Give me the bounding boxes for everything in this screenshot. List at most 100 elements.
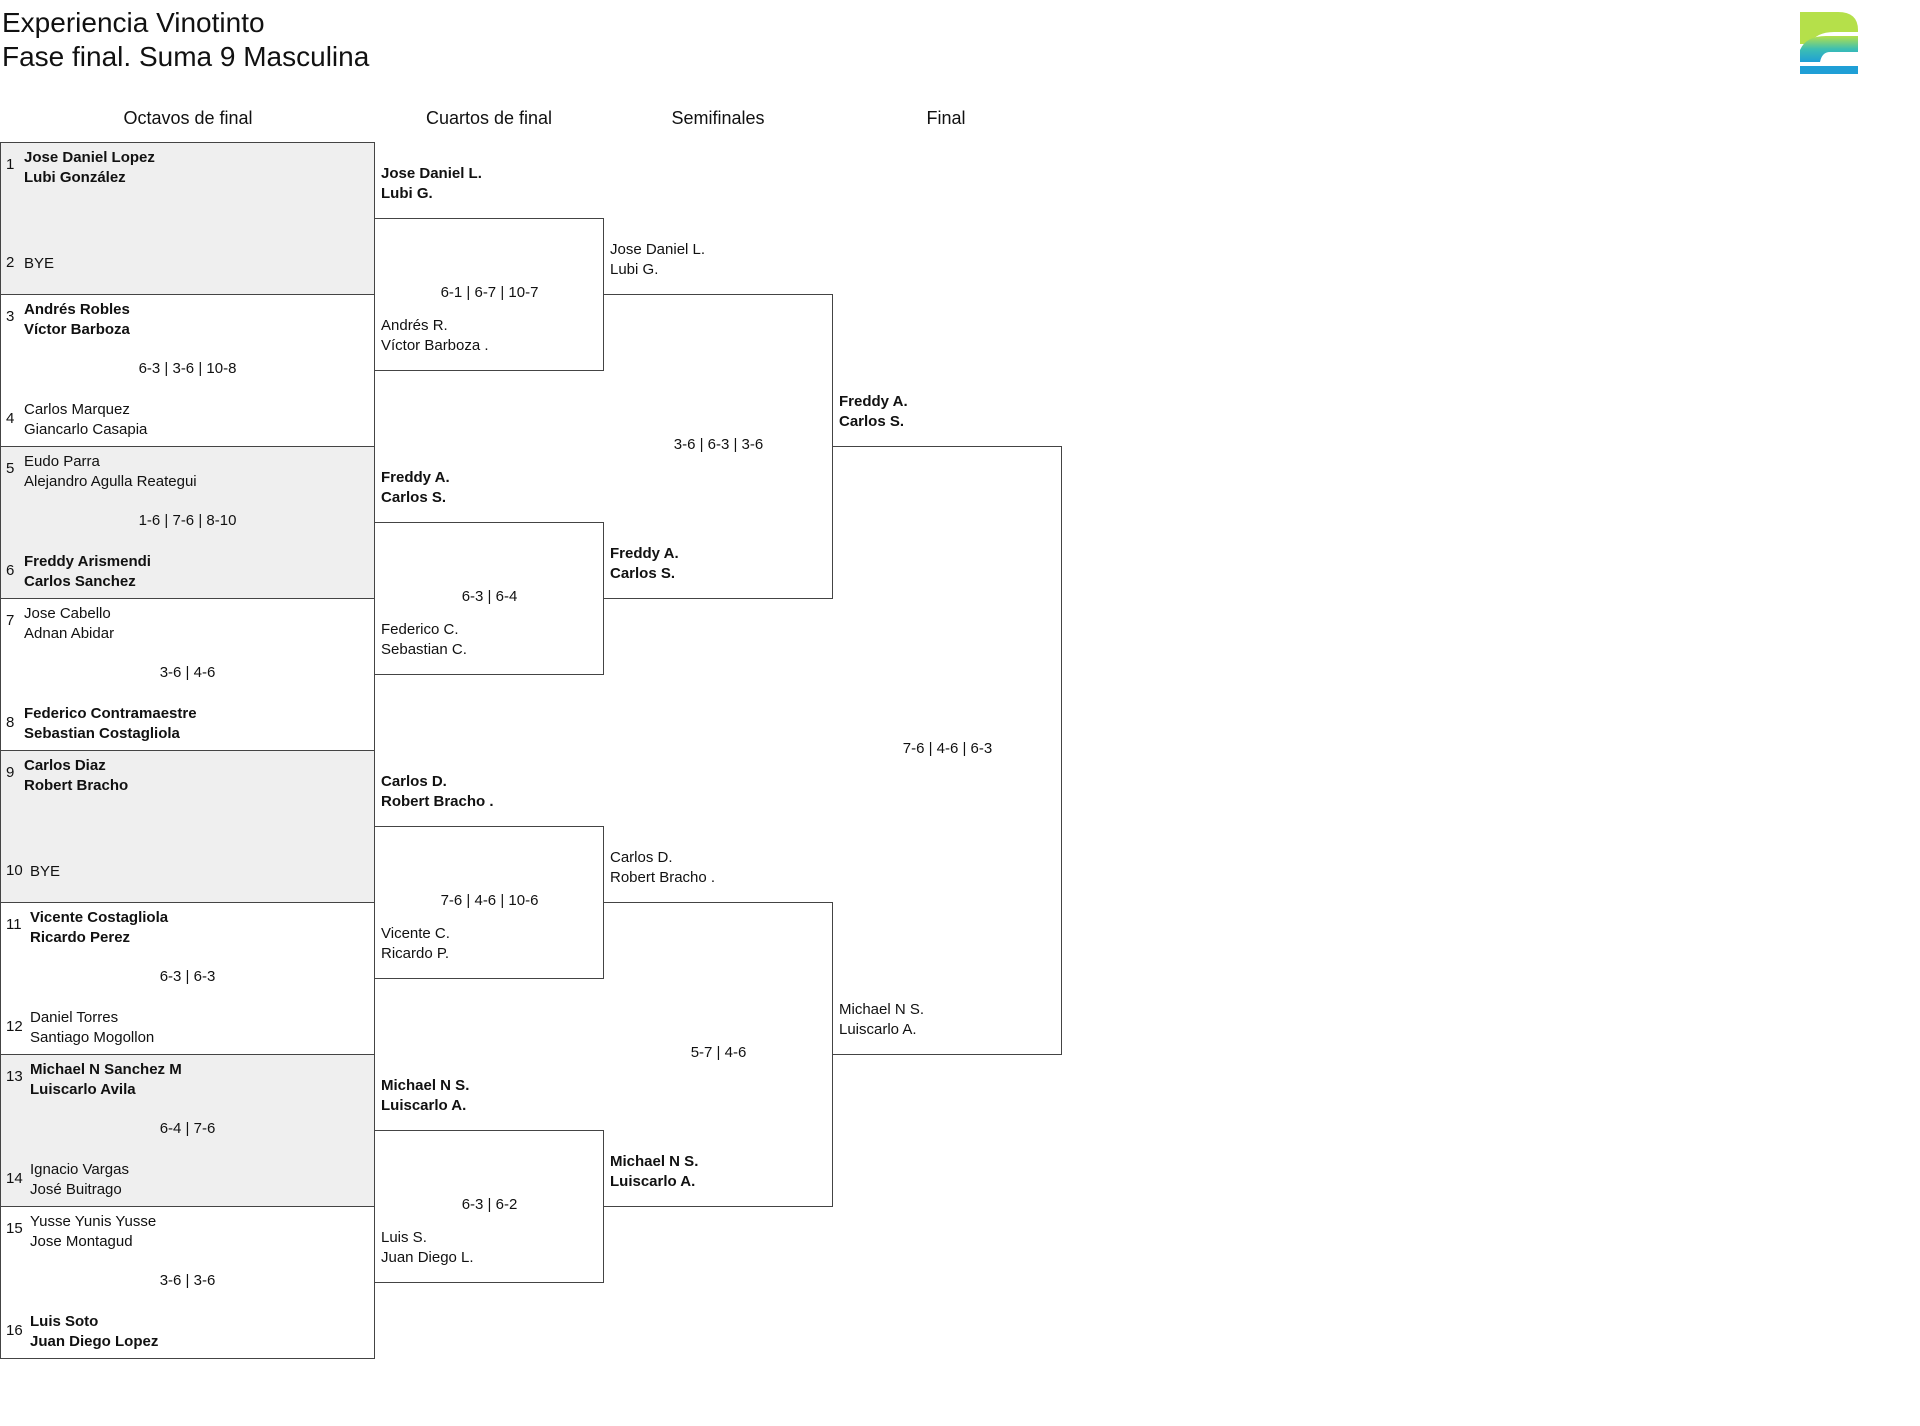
player-name: Robert Bracho .	[381, 792, 494, 810]
match-box	[604, 902, 833, 1207]
match-score: 6-3 | 6-3	[159, 968, 216, 985]
page-title: Experiencia Vinotinto	[2, 7, 265, 38]
player-name: Lubi G.	[381, 184, 433, 202]
player-name: Carlos Diaz	[24, 757, 106, 774]
player-name: Juan Diego Lopez	[30, 1332, 159, 1350]
player-name: Freddy A.	[381, 469, 450, 486]
player-name: Robert Bracho	[24, 776, 129, 794]
player-name: Carlos Marquez	[24, 401, 130, 418]
player-name: Daniel Torres	[30, 1009, 119, 1026]
team-pair[interactable]: Carlos D.Robert Bracho .	[610, 848, 715, 887]
player-name: Carlos S.	[839, 412, 905, 430]
player-name: Sebastian C.	[381, 640, 467, 658]
round-header-final: Final	[926, 108, 966, 128]
match-score: 6-3 | 6-2	[461, 1196, 518, 1213]
round-header-octavos: Octavos de final	[123, 108, 253, 128]
player-name: Michael N Sanchez M	[30, 1061, 182, 1078]
match-score: 6-3 | 6-4	[461, 588, 518, 605]
player-name: Freddy A.	[610, 545, 679, 562]
match-score: 6-4 | 7-6	[159, 1120, 216, 1137]
seed-number: 13	[6, 1068, 23, 1085]
player-name: Ricardo Perez	[30, 928, 131, 946]
team-pair[interactable]: BYE	[30, 862, 60, 882]
player-name: Carlos D.	[381, 773, 447, 790]
player-name: Carlos S.	[610, 564, 676, 582]
match-score: 7-6 | 4-6 | 6-3	[902, 740, 993, 757]
round-header-semis: Semifinales	[671, 108, 765, 128]
player-name: Víctor Barboza .	[381, 336, 489, 354]
player-name: Jose Daniel L.	[381, 165, 482, 182]
seed-number: 4	[6, 410, 15, 427]
player-name: Lubi G.	[610, 260, 659, 278]
player-name: José Buitrago	[30, 1180, 122, 1198]
player-name: Juan Diego L.	[381, 1248, 474, 1266]
player-name: Luiscarlo A.	[610, 1172, 696, 1190]
match-box	[375, 1130, 604, 1283]
team-pair[interactable]: Michael N S.Luiscarlo A.	[839, 1000, 924, 1039]
team-pair[interactable]: Vicente C.Ricardo P.	[381, 924, 450, 963]
team-pair[interactable]: Jose Daniel L.Lubi G.	[610, 240, 705, 279]
team-pair[interactable]: Carlos D. Robert Bracho .	[381, 772, 494, 811]
player-name: Santiago Mogollon	[30, 1028, 155, 1046]
player-name: Eudo Parra	[24, 453, 100, 470]
seed-number: 12	[6, 1018, 23, 1035]
player-name: Jose Montagud	[30, 1232, 133, 1250]
round-header-cuartos: Cuartos de final	[425, 108, 553, 128]
player-name: Sebastian Costagliola	[24, 724, 180, 742]
seed-number: 2	[6, 254, 15, 271]
team-pair[interactable]: Freddy A. Carlos S.	[839, 392, 908, 431]
seed-number: 1	[6, 156, 15, 173]
team-pair[interactable]: Michael N S.Luiscarlo A.	[610, 1152, 698, 1191]
team-pair[interactable]: Jose Daniel L. Lubi G.	[381, 164, 482, 203]
match-score: 7-6 | 4-6 | 10-6	[440, 892, 539, 909]
match-box	[375, 522, 604, 675]
player-name: Andrés Robles	[24, 301, 130, 318]
player-name: Yusse Yunis Yusse	[30, 1213, 157, 1230]
match-box	[604, 294, 833, 599]
player-name: Carlos Sanchez	[24, 572, 136, 590]
seed-number: 8	[6, 714, 15, 731]
player-name: Federico C.	[381, 621, 459, 638]
player-name: Robert Bracho .	[610, 868, 716, 886]
seed-number: 15	[6, 1220, 23, 1237]
seed-number: 5	[6, 460, 15, 477]
team-pair[interactable]: Freddy A.Carlos S.	[381, 468, 450, 507]
match-box	[0, 1206, 375, 1359]
player-name: Freddy A.	[839, 393, 908, 410]
seed-number: 10	[6, 862, 23, 879]
seed-number: 16	[6, 1322, 23, 1339]
player-name: Jose Daniel Lopez	[24, 149, 155, 166]
player-name: Víctor Barboza	[24, 320, 130, 338]
seed-number: 7	[6, 612, 15, 629]
match-box	[0, 1054, 375, 1207]
team-pair[interactable]: Michael N S.Luiscarlo A.	[381, 1076, 469, 1115]
player-name: Adnan Abidar	[24, 624, 115, 642]
player-name: Michael N S.	[839, 1001, 925, 1018]
team-pair[interactable]: Andrés R.Víctor Barboza .	[381, 316, 489, 355]
match-score: 3-6 | 3-6	[159, 1272, 216, 1289]
team-pair[interactable]: Freddy A. Carlos S.	[610, 544, 679, 583]
match-score: 3-6 | 4-6	[159, 664, 216, 681]
match-box	[375, 218, 604, 371]
player-name: Michael N S.	[381, 1077, 470, 1094]
seed-number: 9	[6, 764, 15, 781]
seed-number: 11	[6, 916, 22, 933]
match-box	[0, 750, 375, 903]
team-pair[interactable]: Federico C. Sebastian C.	[381, 620, 467, 659]
team-pair[interactable]: Luis S.Juan Diego L.	[381, 1228, 474, 1267]
team-pair[interactable]: BYE	[24, 254, 54, 274]
